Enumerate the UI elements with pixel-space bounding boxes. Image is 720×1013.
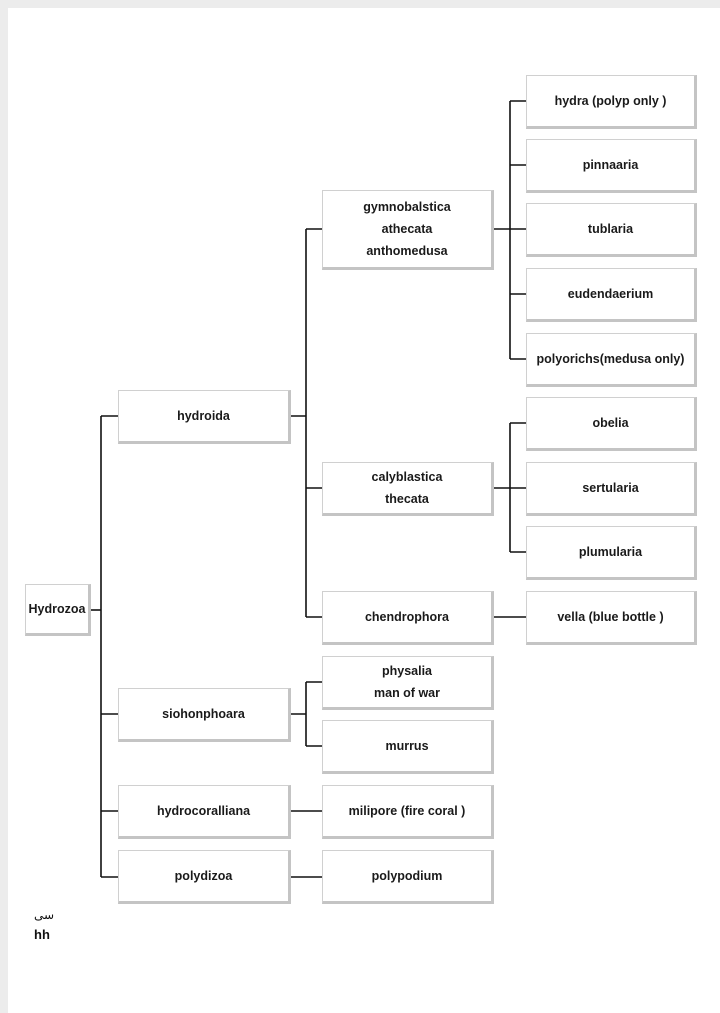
node-label: polydizoa xyxy=(174,869,233,883)
node-vella: vella (blue bottle ) xyxy=(526,591,697,645)
node-label-line-3: anthomedusa xyxy=(366,244,448,258)
node-label-line-2: thecata xyxy=(385,492,429,506)
node-polydizoa: polydizoa xyxy=(118,850,291,904)
node-sertularia: sertularia xyxy=(526,462,697,516)
node-label: chendrophora xyxy=(364,610,450,624)
node-label: tublaria xyxy=(587,222,634,236)
node-murrus: murrus xyxy=(322,720,494,774)
node-label: hydra (polyp only ) xyxy=(554,94,667,108)
node-hydrozoa: Hydrozoa xyxy=(25,584,91,636)
node-label: pinnaaria xyxy=(582,158,639,172)
node-hydra: hydra (polyp only ) xyxy=(526,75,697,129)
node-label: milipore (fire coral ) xyxy=(348,804,466,818)
node-gymnoblastea: gymnobalstica athecata anthomedusa xyxy=(322,190,494,270)
node-chondrophora: chendrophora xyxy=(322,591,494,645)
node-polyorichs: polyorichs(medusa only) xyxy=(526,333,697,387)
node-label-line-1: physalia xyxy=(381,664,433,678)
node-label: eudendaerium xyxy=(567,287,654,301)
node-label-line-1: calyblastica xyxy=(371,470,443,484)
node-label: siohonphoara xyxy=(162,707,245,721)
node-label: Hydrozoa xyxy=(28,602,86,616)
node-pinnaaria: pinnaaria xyxy=(526,139,697,193)
node-label: obelia xyxy=(592,416,629,430)
footer-note-line-2: hh xyxy=(34,927,50,942)
node-hydrocoralliana: hydrocoralliana xyxy=(118,785,291,839)
node-plumularia: plumularia xyxy=(526,526,697,580)
node-label: polypodium xyxy=(371,869,443,883)
node-polypodium: polypodium xyxy=(322,850,494,904)
node-label: polyorichs(medusa only) xyxy=(536,352,685,366)
node-hydroida: hydroida xyxy=(118,390,291,444)
node-obelia: obelia xyxy=(526,397,697,451)
footer-note-line-1: سی xyxy=(34,908,55,922)
node-calyptoblastea: calyblastica thecata xyxy=(322,462,494,516)
node-label: plumularia xyxy=(578,545,643,559)
node-label: hydroida xyxy=(177,409,230,423)
node-siphonophora: siohonphoara xyxy=(118,688,291,742)
node-label: murrus xyxy=(385,739,429,753)
node-milipore: milipore (fire coral ) xyxy=(322,785,494,839)
node-label: sertularia xyxy=(582,481,639,495)
node-label-line-2: man of war xyxy=(374,686,440,700)
node-label-line-2: athecata xyxy=(381,222,433,236)
node-physalia: physalia man of war xyxy=(322,656,494,710)
node-tublaria: tublaria xyxy=(526,203,697,257)
node-label: hydrocoralliana xyxy=(156,804,251,818)
node-label: vella (blue bottle ) xyxy=(557,610,664,624)
node-eudendaerium: eudendaerium xyxy=(526,268,697,322)
node-label-line-1: gymnobalstica xyxy=(363,200,451,214)
